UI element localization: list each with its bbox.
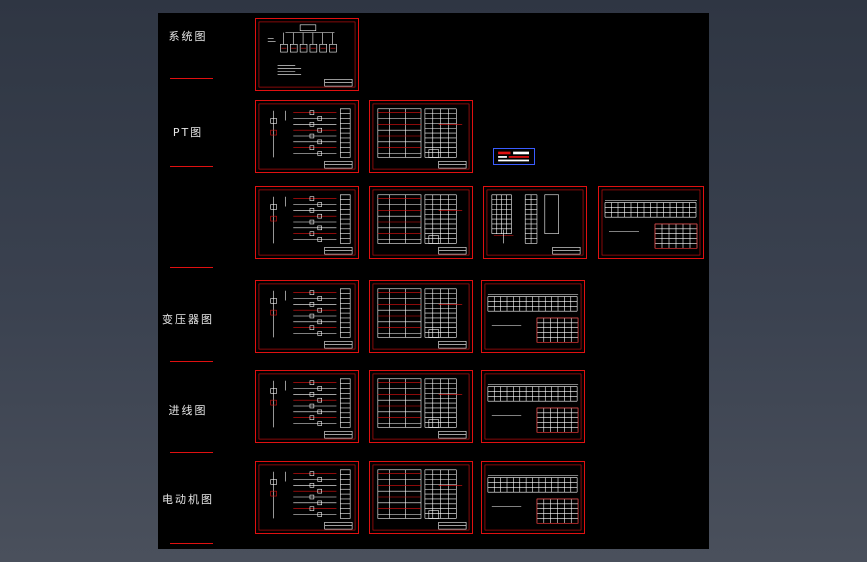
sheet-drawing-graphic <box>601 189 701 256</box>
sheet-pt-2[interactable] <box>369 100 473 173</box>
sheet-row3-3[interactable] <box>483 186 587 259</box>
row-underline-pt <box>170 166 213 167</box>
row-label-motor: 电动机图 <box>162 493 214 506</box>
row-label-incoming: 进线图 <box>168 404 208 417</box>
row-label-transformer: 变压器图 <box>162 313 214 326</box>
title-block-stamp[interactable] <box>493 148 535 165</box>
sheet-drawing-graphic <box>258 464 356 531</box>
sheet-incoming-3[interactable] <box>481 370 585 443</box>
sheet-drawing-graphic <box>372 373 470 440</box>
row-underline-motor <box>170 543 213 544</box>
drawing-canvas[interactable]: 系统图 PT图 变压器图 进线图 电动机图 <box>158 13 709 549</box>
sheet-drawing-graphic <box>258 21 356 88</box>
sheet-drawing-graphic <box>258 189 356 256</box>
sheet-incoming-1[interactable] <box>255 370 359 443</box>
sheet-motor-3[interactable] <box>481 461 585 534</box>
sheet-drawing-graphic <box>258 283 356 350</box>
sheet-system-1[interactable] <box>255 18 359 91</box>
sheet-drawing-graphic <box>258 373 356 440</box>
sheet-row3-1[interactable] <box>255 186 359 259</box>
sheet-transformer-3[interactable] <box>481 280 585 353</box>
row-label-pt: PT图 <box>172 126 204 139</box>
row-underline-system <box>170 78 213 79</box>
sheet-drawing-graphic <box>484 464 582 531</box>
sheet-row3-4[interactable] <box>598 186 704 259</box>
sheet-drawing-graphic <box>484 373 582 440</box>
sheet-drawing-graphic <box>484 283 582 350</box>
sheet-row3-2[interactable] <box>369 186 473 259</box>
sheet-motor-2[interactable] <box>369 461 473 534</box>
sheet-drawing-graphic <box>372 189 470 256</box>
sheet-pt-1[interactable] <box>255 100 359 173</box>
sheet-transformer-2[interactable] <box>369 280 473 353</box>
row-underline-transformer <box>170 361 213 362</box>
sheet-drawing-graphic <box>372 103 470 170</box>
sheet-transformer-1[interactable] <box>255 280 359 353</box>
title-block-stamp-graphic <box>498 151 529 162</box>
sheet-incoming-2[interactable] <box>369 370 473 443</box>
row-underline-row3 <box>170 267 213 268</box>
sheet-motor-1[interactable] <box>255 461 359 534</box>
row-label-system: 系统图 <box>168 30 208 43</box>
sheet-drawing-graphic <box>372 283 470 350</box>
sheet-drawing-graphic <box>486 189 584 256</box>
sheet-drawing-graphic <box>258 103 356 170</box>
sheet-drawing-graphic <box>372 464 470 531</box>
row-underline-incoming <box>170 452 213 453</box>
